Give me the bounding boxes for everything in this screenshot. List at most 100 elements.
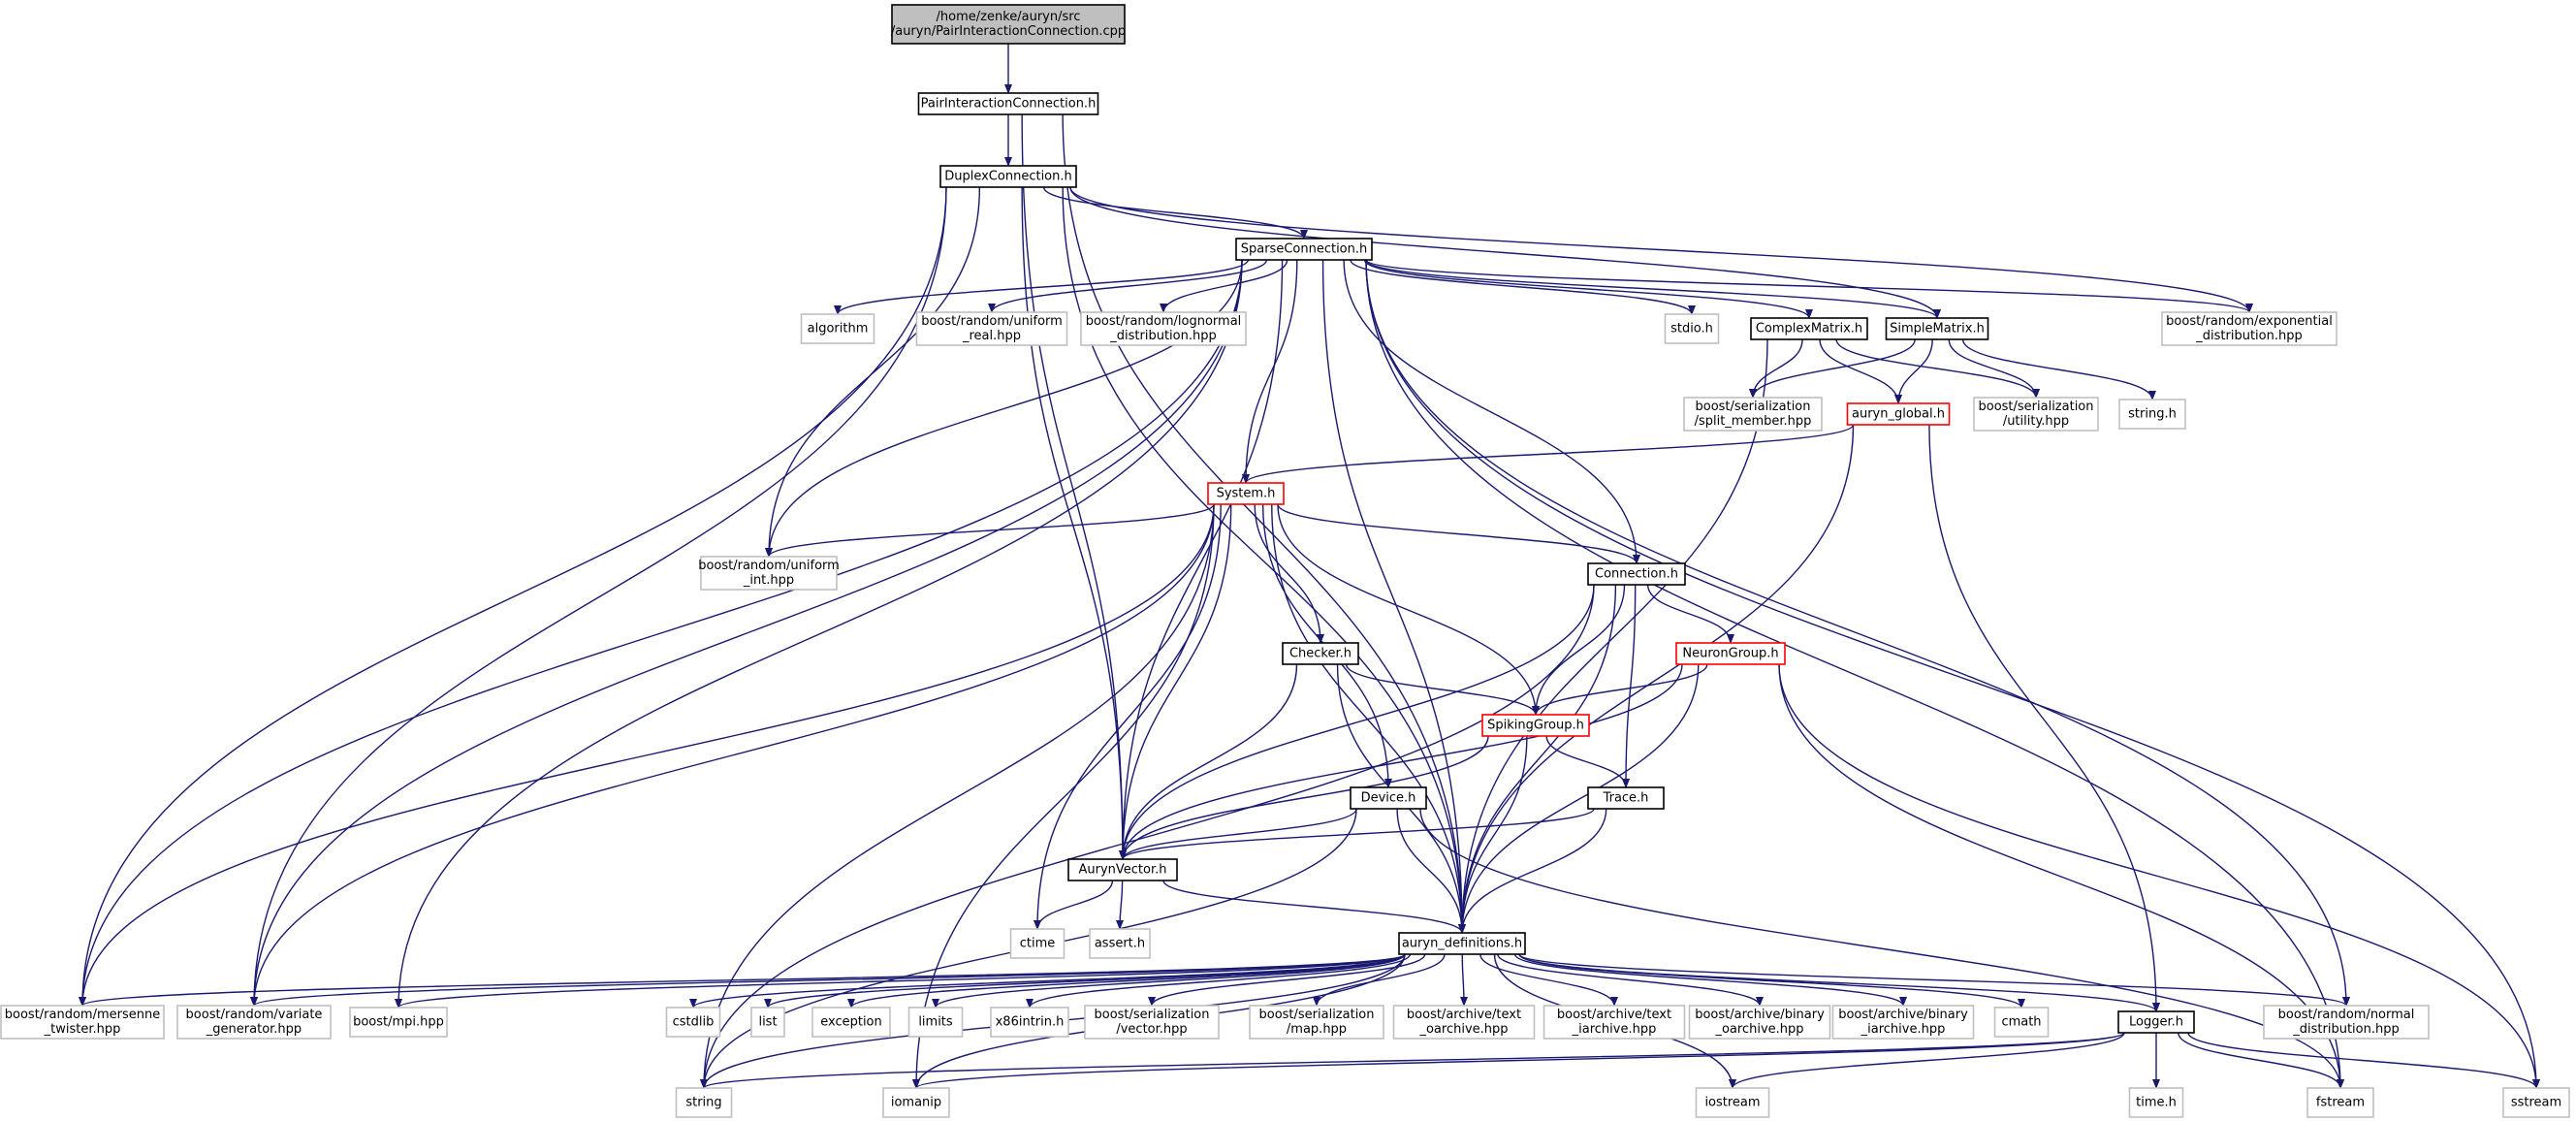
edge-system-to-mersenne (79, 503, 1215, 1007)
node-label-string_h-line-0: string.h (2128, 407, 2177, 422)
node-limits[interactable]: limits (907, 1007, 964, 1038)
node-x86intrin[interactable]: x86intrin.h (990, 1007, 1069, 1038)
node-list[interactable]: list (750, 1007, 785, 1038)
node-label-ctime-line-0: ctime (1020, 937, 1056, 951)
node-fstream[interactable]: fstream (2306, 1087, 2374, 1118)
node-box-stdio (1664, 313, 1720, 344)
edge-definitions-to-logger (1518, 953, 2160, 1012)
node-neurongroup[interactable]: NeuronGroup.h (1675, 642, 1786, 665)
node-auryn_global[interactable]: auryn_global.h (1846, 402, 1951, 426)
node-label-device-line-0: Device.h (1361, 791, 1416, 806)
node-lognormal[interactable]: boost/random/lognormal_distribution.hpp (1080, 311, 1247, 346)
node-assert[interactable]: assert.h (1089, 928, 1151, 959)
node-box-normal_dist (2263, 1005, 2430, 1040)
edge-definitions-to-variate (250, 953, 1406, 1007)
node-trace[interactable]: Trace.h (1587, 786, 1665, 810)
node-binary_oarchive[interactable]: boost/archive/binary_oarchive.hpp (1688, 1005, 1831, 1040)
node-box-assert (1089, 928, 1151, 959)
node-cmath[interactable]: cmath (1993, 1007, 2050, 1038)
edge-auryn_global-to-system (1242, 424, 1855, 484)
node-box-limits (907, 1007, 964, 1038)
node-label-text_oarchive-line-0: boost/archive/text (1407, 1008, 1521, 1022)
edge-system-to-spikinggroup (1277, 503, 1540, 716)
node-iostream[interactable]: iostream (1695, 1087, 1770, 1118)
node-normal_dist[interactable]: boost/random/normal_distribution.hpp (2263, 1005, 2430, 1040)
node-system[interactable]: System.h (1207, 482, 1285, 505)
node-split_member[interactable]: boost/serialization/split_member.hpp (1683, 397, 1823, 432)
edge-sparse-to-definitions (1321, 259, 1466, 934)
node-uniform_real[interactable]: boost/random/uniform_real.hpp (915, 311, 1068, 346)
node-utility[interactable]: boost/serialization/utility.hpp (1973, 397, 2099, 432)
node-box-logger (2117, 1010, 2195, 1034)
edge-sparse-to-variate (250, 259, 1243, 1007)
edge-definitions-to-normal_dist (1518, 953, 2350, 1007)
edge-sparse-to-system (1242, 259, 1298, 484)
node-box-uniform_int (700, 556, 838, 591)
node-box-split_member (1683, 397, 1823, 432)
node-stdio[interactable]: stdio.h (1664, 313, 1720, 344)
node-box-iomanip (882, 1087, 950, 1118)
edge-complexmatrix-to-split_member (1749, 338, 1803, 399)
node-box-text_oarchive (1392, 1005, 1536, 1040)
node-ser_map[interactable]: boost/serialization/map.hpp (1249, 1005, 1384, 1040)
node-box-string_h (2118, 399, 2186, 430)
node-root[interactable]: /home/zenke/auryn/src/auryn/PairInteract… (891, 4, 1126, 45)
node-device[interactable]: Device.h (1350, 786, 1427, 810)
node-checker[interactable]: Checker.h (1282, 642, 1359, 665)
edge-neurongroup-to-definitions (1458, 663, 1700, 934)
node-string[interactable]: string (675, 1087, 733, 1118)
node-label-exponential-line-0: boost/random/exponential (2166, 314, 2333, 329)
edge-connection-to-definitions (1458, 584, 1617, 934)
node-box-checker (1282, 642, 1359, 665)
node-ser_vector[interactable]: boost/serialization/vector.hpp (1084, 1005, 1220, 1040)
node-sstream[interactable]: sstream (2502, 1087, 2570, 1118)
node-label-binary_iarchive-line-0: boost/archive/binary (1838, 1008, 1968, 1022)
node-box-cmath (1993, 1007, 2050, 1038)
node-aurynvector[interactable]: AurynVector.h (1067, 858, 1178, 881)
edge-device-to-aurynvector (1119, 808, 1357, 860)
node-label-logger-line-0: Logger.h (2129, 1015, 2183, 1030)
node-box-time_h (2128, 1087, 2184, 1118)
node-label-aurynvector-line-0: AurynVector.h (1078, 863, 1166, 878)
edge-sparse-to-connection (1343, 259, 1640, 564)
node-label-binary_oarchive-line-0: boost/archive/binary (1695, 1008, 1825, 1022)
node-iomanip[interactable]: iomanip (882, 1087, 950, 1118)
edge-aurynvector-to-assert (1116, 880, 1125, 930)
edge-connection-to-string (700, 584, 1595, 1089)
edge-system-to-checker (1254, 503, 1324, 644)
node-ctime[interactable]: ctime (1009, 928, 1065, 959)
node-text_oarchive[interactable]: boost/archive/text_oarchive.hpp (1392, 1005, 1536, 1040)
edge-definitions-to-ser_vector (1148, 953, 1426, 1007)
edge-duplex-to-simplematrix (1069, 186, 1941, 319)
node-simplematrix[interactable]: SimpleMatrix.h (1885, 317, 1989, 340)
node-exponential[interactable]: boost/random/exponential_distribution.hp… (2161, 311, 2337, 346)
node-sparse[interactable]: SparseConnection.h (1235, 238, 1373, 261)
node-variate[interactable]: boost/random/variate_generator.hpp (176, 1005, 332, 1040)
edge-definitions-to-binary_iarchive (1513, 953, 1907, 1007)
node-duplex[interactable]: DuplexConnection.h (939, 165, 1077, 188)
node-time_h[interactable]: time.h (2128, 1087, 2184, 1118)
node-binary_iarchive[interactable]: boost/archive/binary_iarchive.hpp (1831, 1005, 1975, 1040)
node-pic[interactable]: PairInteractionConnection.h (917, 92, 1099, 115)
node-logger[interactable]: Logger.h (2117, 1010, 2195, 1034)
node-cstdlib[interactable]: cstdlib (665, 1007, 721, 1038)
node-label-simplematrix-line-0: SimpleMatrix.h (1890, 322, 1985, 336)
node-box-sparse (1235, 238, 1373, 261)
node-uniform_int[interactable]: boost/random/uniform_int.hpp (698, 556, 840, 591)
edge-duplex-to-mersenne (79, 186, 947, 1007)
edge-system-to-uniform_int (765, 503, 1215, 558)
node-definitions[interactable]: auryn_definitions.h (1398, 932, 1526, 955)
edge-auryn_global-to-definitions (1458, 424, 1855, 934)
edge-logger-to-iostream (1729, 1032, 2125, 1089)
node-string_h[interactable]: string.h (2118, 399, 2186, 430)
node-complexmatrix[interactable]: ComplexMatrix.h (1750, 317, 1868, 340)
node-algorithm[interactable]: algorithm (800, 313, 875, 344)
node-exception[interactable]: exception (811, 1007, 891, 1038)
node-mersenne[interactable]: boost/random/mersenne_twister.hpp (0, 1005, 165, 1040)
node-label-text_iarchive-line-1: _iarchive.hpp (1572, 1022, 1657, 1037)
node-spikinggroup[interactable]: SpikingGroup.h (1481, 714, 1590, 737)
node-mpi[interactable]: boost/mpi.hpp (349, 1007, 448, 1038)
node-text_iarchive[interactable]: boost/archive/text_iarchive.hpp (1542, 1005, 1686, 1040)
node-connection[interactable]: Connection.h (1587, 562, 1686, 586)
edge-neurongroup-to-sstream (1778, 663, 2540, 1089)
